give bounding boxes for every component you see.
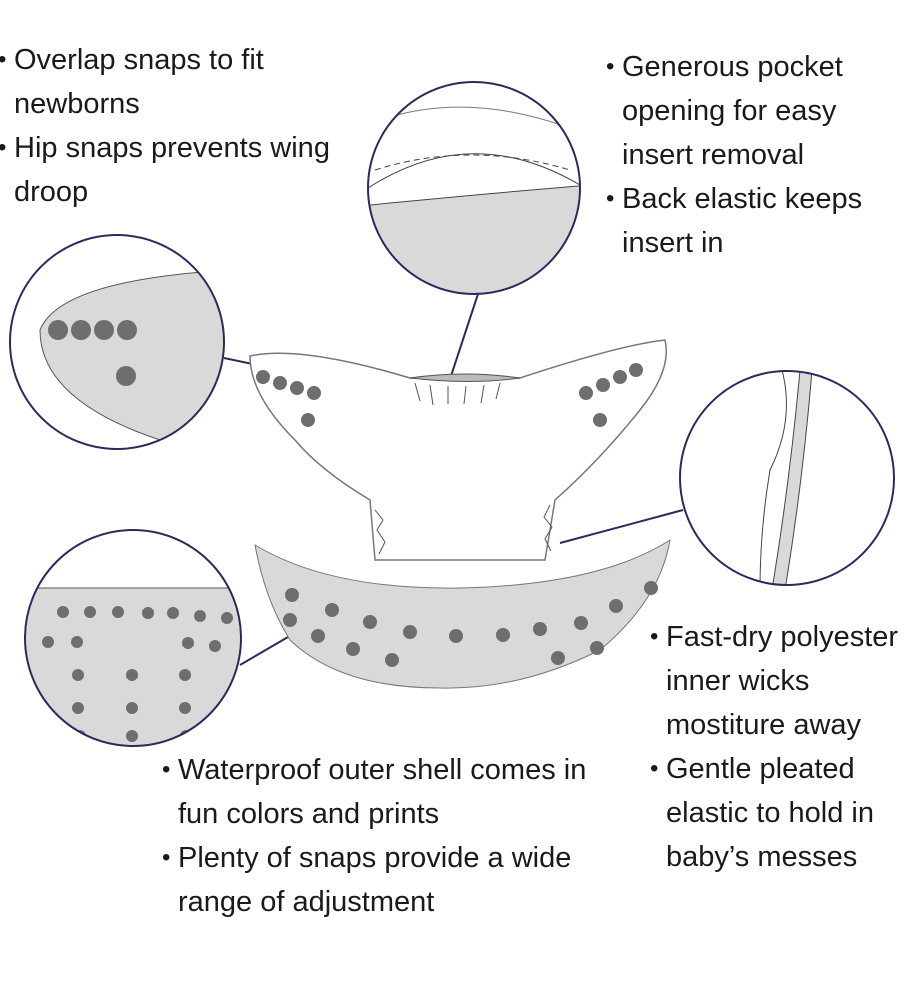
detail-circle-hip-snaps: [9, 234, 225, 450]
callout-top-left: Overlap snaps to fit newborns Hip snaps …: [0, 38, 368, 214]
callout-item: Plenty of snaps provide a wide range of …: [162, 836, 632, 924]
callout-item: Overlap snaps to fit newborns: [0, 38, 368, 126]
callout-right: Fast-dry polyester inner wicks mostiture…: [650, 615, 907, 879]
detail-circle-elastic: [679, 370, 895, 586]
callout-top-right: Generous pocket opening for easy insert …: [606, 45, 896, 265]
callout-bottom: Waterproof outer shell comes in fun colo…: [162, 748, 632, 924]
callout-item: Hip snaps prevents wing droop: [0, 126, 368, 214]
detail-circle-shell-snaps: [24, 529, 242, 747]
snaps: [256, 363, 658, 667]
callout-item: Generous pocket opening for easy insert …: [606, 45, 896, 177]
callout-item: Back elastic keeps insert in: [606, 177, 896, 265]
callout-item: Fast-dry polyester inner wicks mostiture…: [650, 615, 907, 747]
diaper-illustration: [249, 339, 671, 689]
callout-item: Waterproof outer shell comes in fun colo…: [162, 748, 632, 836]
detail-circle-pocket: [367, 81, 581, 295]
callout-item: Gentle pleated elastic to hold in baby’s…: [650, 747, 907, 879]
